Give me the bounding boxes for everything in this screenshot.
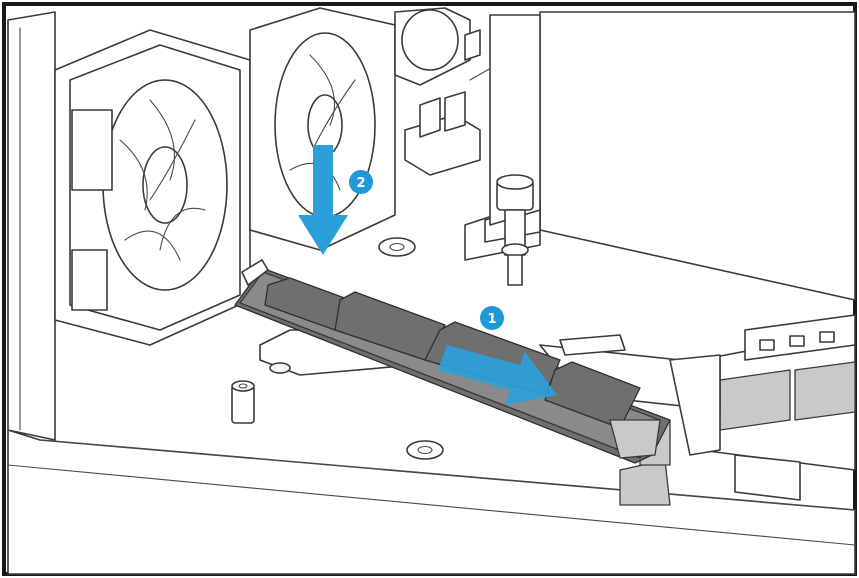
mounting-screw-top [496,174,534,286]
step-badge-1: 1 [480,306,504,330]
chassis-plate [7,429,856,575]
ssd-notch [241,259,269,286]
heatsink-block [464,11,856,301]
ssd-edge-connector [609,419,661,459]
screw-hole-lower [406,440,444,460]
cooling-fan-left [54,29,251,346]
step-badge-1-label: 1 [487,312,496,327]
cooling-fan-right [394,7,471,86]
step-badge-2-label: 2 [356,176,365,191]
standoff-post [231,380,255,424]
arrow-down-icon [298,145,348,255]
pin-header-connector [404,29,481,176]
m2-slot-board [699,314,856,501]
chassis-side-wall [7,11,56,441]
arrow-right-icon [438,345,557,405]
step-badge-2: 2 [349,170,373,194]
screw-hole-upper [378,237,416,257]
